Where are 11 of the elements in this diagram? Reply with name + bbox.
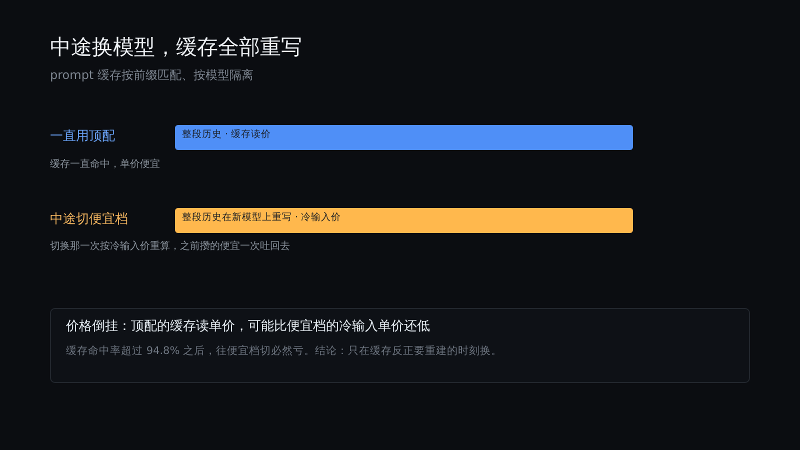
subtitle: prompt 缓存按前缀匹配、按模型隔离 — [50, 68, 254, 83]
cost-bar: 整段历史在新模型上重写 · 冷输入价 — [175, 208, 633, 233]
row-note: 缓存一直命中，单价便宜 — [50, 158, 160, 171]
title: 中途换模型，缓存全部重写 — [50, 34, 302, 61]
cost-bar: 整段历史 · 缓存读价 — [175, 125, 633, 150]
callout-heading: 价格倒挂：顶配的缓存读单价，可能比便宜档的冷输入单价还低 — [66, 318, 430, 335]
callout-text: 缓存命中率超过 94.8% 之后，往便宜档切必然亏。结论：只在缓存反正要重建的时刻换。 — [66, 344, 502, 358]
row-label: 一直用顶配 — [50, 128, 115, 145]
row-label: 中途切便宜档 — [50, 211, 128, 228]
row-note: 切换那一次按冷输入价重算，之前攒的便宜一次吐回去 — [50, 240, 290, 253]
callout-panel — [50, 308, 750, 383]
